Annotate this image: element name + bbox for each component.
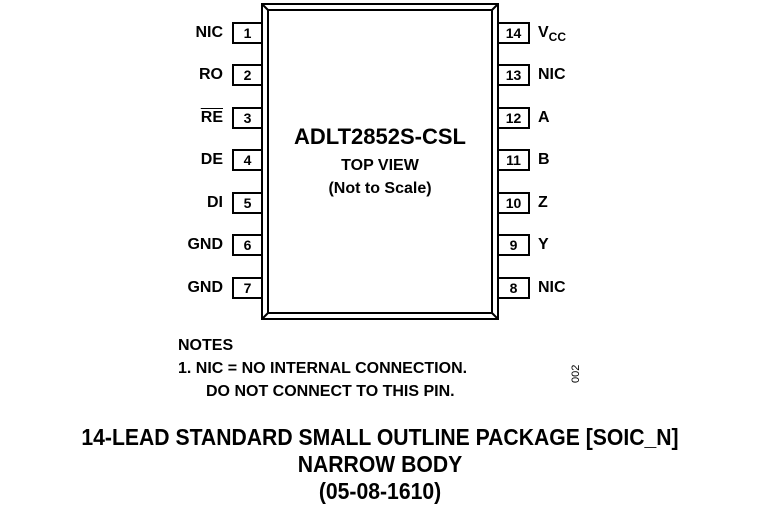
pin-5-label: DI [207, 194, 223, 211]
pin-7-box: 7 [232, 277, 261, 299]
pin-8-label: NIC [538, 279, 566, 296]
pin-13-box: 13 [499, 64, 530, 86]
pin-number: 6 [243, 237, 252, 253]
pin-number: 10 [505, 195, 522, 211]
pin-number: 1 [243, 25, 252, 41]
pin-12-label: A [538, 109, 550, 126]
caption-line-3: (05-08-1610) [318, 478, 442, 504]
pin-number: 4 [243, 152, 252, 168]
pin-4-label: DE [200, 151, 223, 168]
view-label: TOP VIEW [341, 157, 419, 174]
pin-number: 8 [509, 280, 518, 296]
pin-10-box: 10 [499, 192, 530, 214]
pin-number: 13 [505, 67, 522, 83]
pin-14-label: VCC [538, 22, 566, 44]
pin-name: V [538, 24, 549, 41]
pin-6-box: 6 [232, 234, 261, 256]
pin-3-label: RE [200, 109, 223, 126]
pin-number: 7 [243, 280, 252, 296]
pin-6-label: GND [187, 236, 223, 253]
pin-12-box: 12 [499, 107, 530, 129]
pin-name-subscript: CC [548, 30, 567, 44]
pin-9-box: 9 [499, 234, 530, 256]
notes-heading: NOTES [178, 337, 234, 354]
pin-14-box: 14 [499, 22, 530, 44]
pin-7-label: GND [187, 279, 223, 296]
notes-line-2: DO NOT CONNECT TO THIS PIN. [206, 383, 455, 400]
pin-9-label: Y [538, 236, 549, 253]
scale-note: (Not to Scale) [328, 180, 432, 197]
pin-number: 9 [509, 237, 518, 253]
pin-number: 11 [506, 152, 521, 168]
caption-line-2: NARROW BODY [297, 451, 463, 477]
notes-line-1: 1. NIC = NO INTERNAL CONNECTION. [178, 360, 468, 377]
pin-13-label: NIC [538, 66, 566, 83]
pin-11-label: B [538, 151, 550, 168]
figure-id: 002 [570, 364, 582, 383]
pin-number: 12 [505, 110, 522, 126]
pin-5-box: 5 [232, 192, 261, 214]
pin-2-box: 2 [232, 64, 261, 86]
pin-8-box: 8 [499, 277, 530, 299]
pin-1-box: 1 [232, 22, 261, 44]
pin-number: 14 [505, 25, 522, 41]
pin-number: 2 [243, 67, 252, 83]
part-number: ADLT2852S-CSL [294, 124, 466, 149]
caption-line-1: 14-LEAD STANDARD SMALL OUTLINE PACKAGE [… [81, 424, 679, 450]
pin-1-label: NIC [195, 24, 223, 41]
pin-number: 3 [243, 110, 252, 126]
pin-3-box: 3 [232, 107, 261, 129]
pin-4-box: 4 [232, 149, 261, 171]
pin-number: 5 [243, 195, 252, 211]
pin-2-label: RO [199, 66, 223, 83]
pin-10-label: Z [538, 194, 548, 211]
ic-body [261, 3, 499, 320]
pin-11-box: 11 [499, 149, 530, 171]
